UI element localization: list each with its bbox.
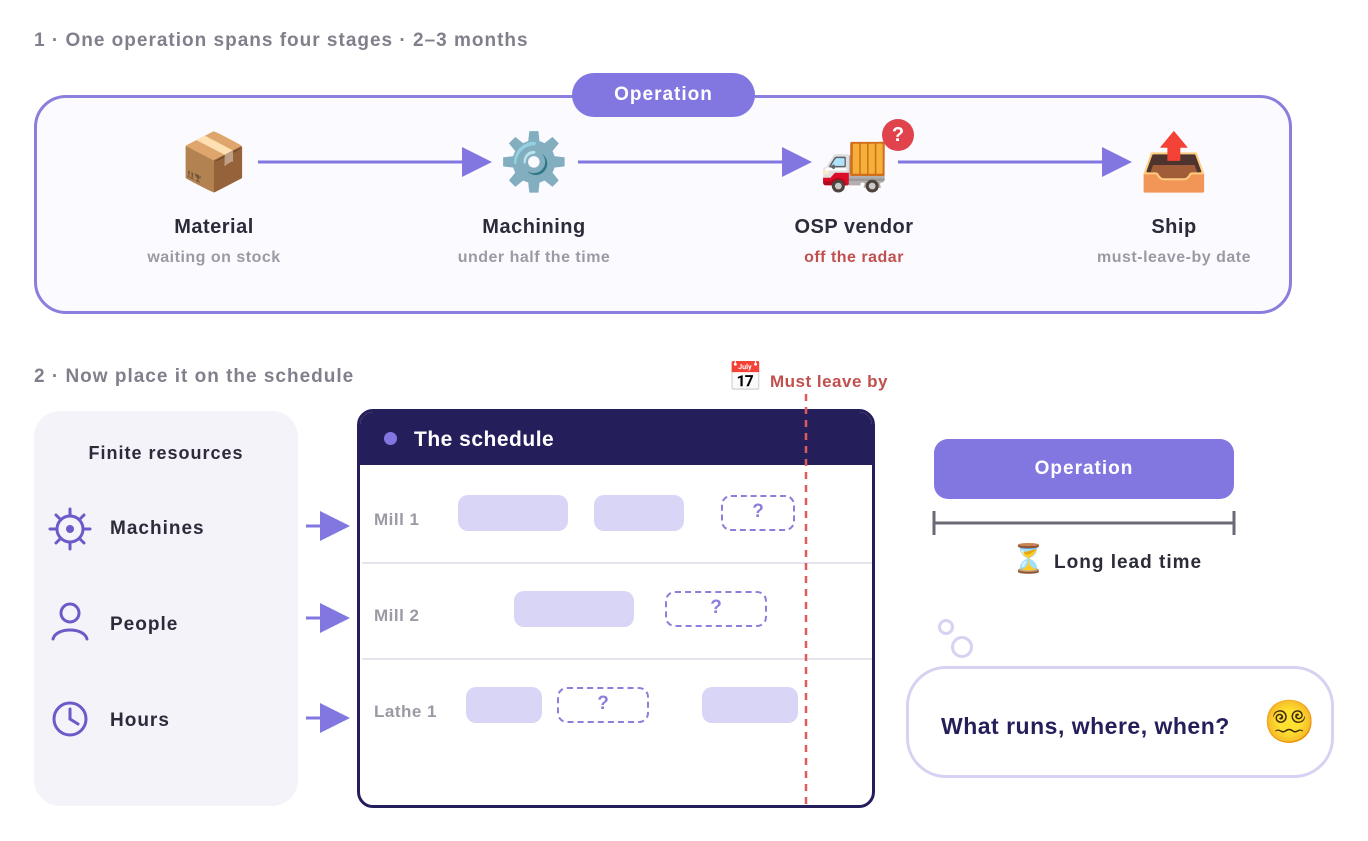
schedule-panel: The schedule Mill 1 ? Mill 2 ? Lathe 1 ? [357,409,875,808]
resource-machines: Machines [110,518,205,539]
thought-dot-large [951,636,973,658]
resource-people: People [110,614,179,635]
stage-material: 📦 Material waiting on stock [104,130,324,267]
operation-pill: Operation [572,73,755,117]
operation-bar: Operation [934,439,1234,499]
row-divider [362,658,872,660]
section-2-title: 2 · Now place it on the schedule [34,366,355,387]
gear-icon: ⚙️ [499,130,569,193]
booked-block [514,591,634,627]
stage-sub: off the radar [804,249,904,266]
section-1-title: 1 · One operation spans four stages · 2–… [34,30,529,51]
clock-icon [52,701,88,737]
machine-icon [48,507,92,551]
resource-hours: Hours [110,710,170,731]
booked-block [466,687,542,723]
schedule-header: The schedule [360,412,872,465]
thought-dot-small [938,619,954,635]
dizzy-face-icon: 😵‍💫 [1263,698,1316,745]
stage-name: OSP vendor [794,216,914,238]
person-icon [51,602,89,641]
outbox-tray-icon: 📤 [1139,130,1209,193]
thought-bubble: What runs, where, when? 😵‍💫 [906,666,1334,778]
unknown-block: ? [665,591,767,627]
stage-name: Ship [1151,216,1197,238]
resources-panel: Finite resources Machines People Hours [34,411,298,806]
stage-machining: ⚙️ Machining under half the time [424,130,644,267]
package-icon: 📦 [179,130,249,193]
truck-icon: 🚚 [819,130,889,193]
row-label-mill-2: Mill 2 [374,606,420,625]
unknown-block: ? [721,495,795,531]
booked-block [594,495,684,531]
schedule-title: The schedule [414,428,555,451]
stage-name: Machining [482,216,586,238]
calendar-icon: 📅 [728,361,763,392]
hourglass-icon: ⏳ [1011,543,1046,574]
booked-block [458,495,568,531]
booked-block [702,687,798,723]
stage-sub: under half the time [457,249,611,266]
status-dot [384,432,397,445]
row-divider [362,562,872,564]
bubble-text: What runs, where, when? [941,713,1230,739]
operation-frame [34,95,1292,314]
unknown-block: ? [557,687,649,723]
must-leave-by-label: Must leave by [770,372,888,391]
row-label-mill-1: Mill 1 [374,510,420,529]
row-label-lathe-1: Lathe 1 [374,702,438,721]
stage-sub: waiting on stock [147,249,281,266]
long-lead-time-label: Long lead time [1054,552,1203,573]
stage-osp-vendor: 🚚 OSP vendor off the radar [744,130,964,267]
stage-ship: 📤 Ship must-leave-by date [1064,130,1284,267]
stage-name: Material [174,216,254,238]
question-badge: ? [882,119,914,151]
stage-sub: must-leave-by date [1097,249,1251,266]
resources-title: Finite resources [88,443,244,463]
